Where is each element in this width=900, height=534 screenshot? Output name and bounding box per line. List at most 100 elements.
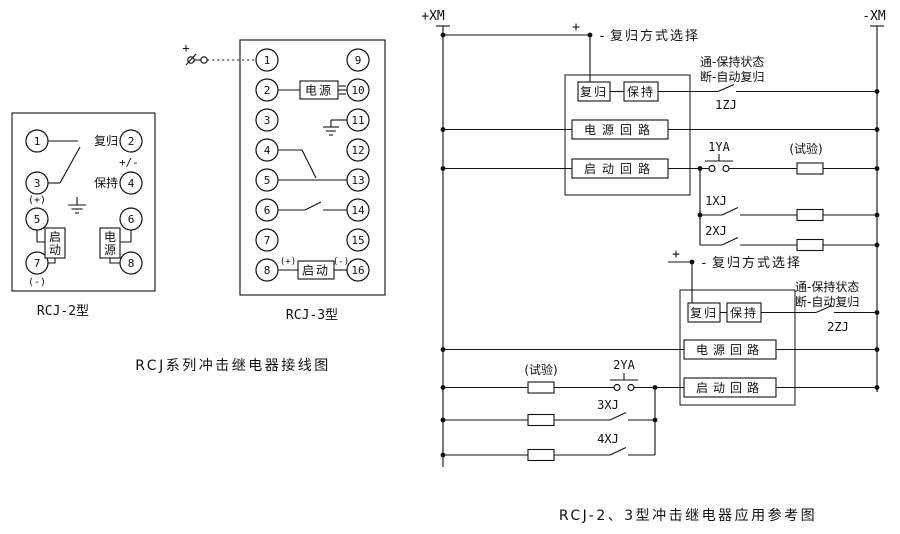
rcj2-terminal-2: 2	[119, 129, 143, 153]
rcj3-terminal-11: 11	[346, 108, 370, 132]
wiring-diagram-caption: RCJ系列冲击继电器接线图	[135, 357, 330, 374]
xj1-contact-blade	[721, 207, 739, 216]
unit2-test-label: (试验)	[524, 362, 557, 377]
unit2-power-circuit-label: 电源回路	[696, 342, 764, 357]
terminal-number: 2	[128, 135, 135, 148]
ground-icon	[323, 119, 347, 136]
unit2-block	[679, 289, 796, 406]
rcj3-terminal-2: 2	[255, 78, 279, 102]
terminal-number: 3	[34, 177, 41, 190]
terminal-number: 1	[34, 135, 41, 148]
unit1-hold-box	[623, 81, 659, 102]
plug-icon: +	[182, 41, 256, 66]
rcj2-terminal-8: 8	[119, 251, 143, 275]
unit1-block	[564, 74, 691, 196]
rcj3-terminal-5: 5	[255, 168, 279, 192]
unit1-plus-mark: +	[572, 20, 580, 35]
unit1-hold-label: 保持	[627, 84, 655, 99]
unit1-note-auto-reset: 断-自动复归	[700, 69, 764, 84]
unit2-power-circuit-box	[683, 339, 777, 360]
zj1-contact-blade	[717, 83, 735, 93]
unit2-xj4-label: 4XJ	[597, 432, 619, 446]
unit2-start-circuit-label: 启动回路	[696, 380, 764, 395]
unit2-zj-label: 2ZJ	[827, 320, 849, 334]
rcj3-terminal-7: 7	[255, 228, 279, 252]
resistor	[527, 381, 555, 394]
bus-left	[436, 25, 450, 467]
rcj2-contact-blade	[59, 146, 81, 184]
rcj3-terminal-8: 8	[255, 258, 279, 282]
rcj3-terminal-4: 4	[255, 138, 279, 162]
unit1-power-circuit-label: 电源回路	[584, 122, 656, 137]
rcj3-terminal-16: 16	[346, 258, 370, 282]
unit1-zj-label: 1ZJ	[715, 98, 737, 112]
unit1-test-label: (试验)	[789, 141, 822, 156]
application-diagram: +XM -XM	[421, 9, 886, 467]
unit2-xj3-label: 3XJ	[597, 398, 619, 412]
resistor	[796, 238, 824, 252]
terminal-number: 13	[351, 174, 364, 187]
rcj2-terminal-7: 7	[25, 251, 49, 275]
unit1-xj1-label: 1XJ	[705, 194, 727, 208]
rcj3-start-label: 启动	[302, 264, 330, 278]
terminal-number: 5	[34, 213, 41, 226]
unit1-minus-mark: -	[598, 29, 606, 44]
rcj2-start-label: 动	[49, 243, 61, 257]
terminal-number: 4	[128, 177, 135, 190]
rcj3-terminal-10: 10	[346, 78, 370, 102]
unit1-note-hold: 通-保持状态	[700, 54, 764, 69]
rcj2-minus-label: (-)	[28, 277, 46, 288]
rcj3-power-label: 电源	[305, 84, 333, 98]
zj2-contact-blade	[815, 304, 833, 314]
rcj3-case	[239, 39, 386, 296]
terminal-number: 6	[264, 204, 271, 217]
rcj3-terminal-12: 12	[346, 138, 370, 162]
rcj3-terminal-15: 15	[346, 228, 370, 252]
unit1-power-circuit-box	[571, 119, 669, 140]
unit1-reset-label: 复归	[580, 85, 608, 99]
rcj2-power-box	[99, 227, 121, 259]
unit1-test-button	[705, 154, 733, 173]
rcj2-title: RCJ-2型	[37, 304, 89, 319]
rcj2-power-label: 电	[104, 230, 116, 244]
rcj2-reset-label: 复归	[94, 134, 118, 148]
rcj2-terminal-4: 4	[119, 171, 143, 195]
rcj3-contact-blade	[304, 201, 322, 211]
rcj3-terminal-9: 9	[346, 48, 370, 72]
rcj3-terminal-1: 1	[255, 48, 279, 72]
rcj3-plus-label: (+)	[280, 257, 296, 267]
terminal-number: 3	[264, 114, 271, 127]
rcj2-wires	[36, 140, 132, 264]
terminal-number: 2	[264, 84, 271, 97]
xj3-contact-blade	[609, 412, 627, 421]
bus-left-label: +XM	[421, 9, 445, 24]
rcj2-hold-label: 保持	[94, 175, 118, 190]
unit2-reset-mode-label: 复归方式选择	[712, 255, 802, 271]
unit2-reset-box	[687, 302, 721, 323]
rcj3-start-box	[297, 260, 335, 280]
rcj3-wiring-diagram: + 1 2 3 4 5 6 7 8 9 10 11 12 13 14 15 16…	[182, 39, 386, 323]
terminal-number: 1	[264, 54, 271, 67]
rcj3-wires	[278, 85, 347, 271]
terminal-number: 16	[351, 264, 364, 277]
unit2-test-button	[610, 373, 638, 392]
terminal-number: 4	[264, 144, 271, 157]
unit2-note-auto-reset: 断-自动复归	[795, 294, 859, 309]
resistor	[527, 448, 555, 462]
terminal-number: 6	[128, 213, 135, 226]
terminal-number: 8	[264, 264, 271, 277]
terminal-number: 12	[351, 144, 364, 157]
unit2-hold-box	[726, 302, 762, 323]
plug-plus-label: +	[182, 41, 189, 55]
rcj2-terminal-5: 5	[25, 207, 49, 231]
unit1-xj2-label: 2XJ	[705, 224, 727, 238]
rcj2-terminal-3: 3	[25, 171, 49, 195]
ground-icon	[68, 197, 86, 214]
rcj2-terminal-6: 6	[119, 207, 143, 231]
xj4-contact-blade	[609, 447, 627, 456]
terminal-number: 15	[351, 234, 364, 247]
terminal-number: 7	[34, 257, 41, 270]
rcj3-title: RCJ-3型	[286, 308, 338, 323]
